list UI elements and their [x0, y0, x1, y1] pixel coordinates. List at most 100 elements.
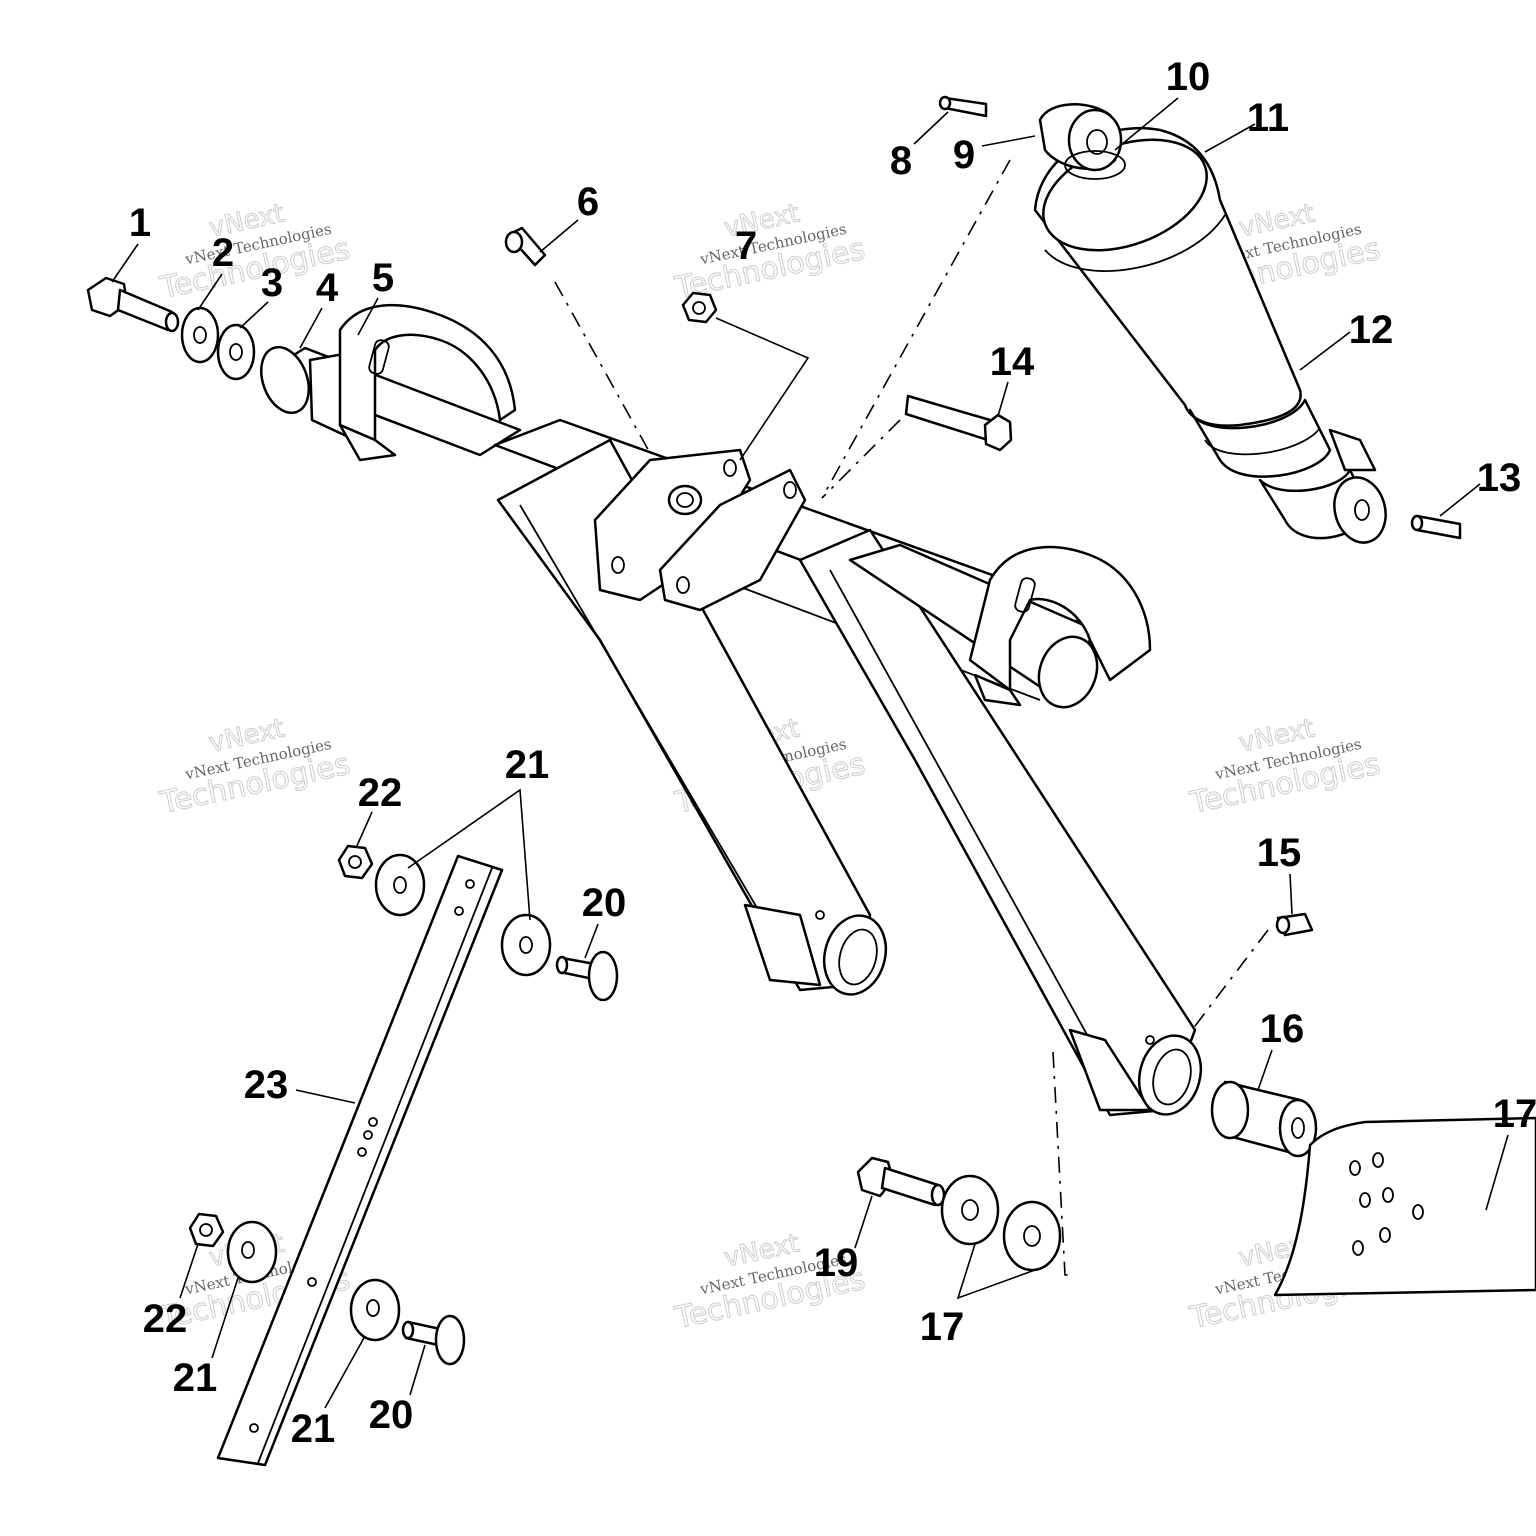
pin-20-end	[401, 1320, 415, 1340]
washer-3-hole	[229, 343, 243, 361]
bolt-1-end	[164, 311, 180, 333]
callout-14: 14	[990, 340, 1035, 384]
assembly-line-shock-upper	[821, 159, 1011, 499]
washer-21-hole	[241, 1241, 255, 1259]
washer-17	[940, 1174, 1000, 1246]
leader-17-right	[1485, 1134, 1509, 1211]
callout-15: 15	[1257, 831, 1302, 875]
callout-21: 21	[505, 743, 550, 787]
callout-13: 13	[1477, 456, 1522, 500]
washer-2	[180, 306, 220, 364]
callout-7: 7	[735, 224, 757, 268]
washer-21-hole	[519, 936, 533, 954]
leader-8	[913, 111, 949, 145]
leader-23	[295, 1089, 356, 1104]
shock-lower-eye-hole	[1354, 499, 1370, 521]
strap-hole	[1349, 1160, 1361, 1176]
torque-arm-left-plate	[743, 903, 822, 987]
nut-7	[681, 291, 718, 324]
washer-21	[500, 913, 552, 977]
strap-hole	[307, 1277, 317, 1287]
shock-spring-section	[1188, 398, 1332, 478]
leader-21-top	[407, 788, 531, 921]
washer-17-hole	[961, 1199, 979, 1221]
callout-11: 11	[1247, 96, 1289, 140]
bracket-hole	[676, 576, 690, 594]
arm-hole-left	[815, 910, 825, 920]
assembly-line-grease-15	[1191, 929, 1269, 1031]
leader-19	[854, 1195, 873, 1249]
leader-7	[715, 317, 810, 461]
callout-8: 8	[890, 139, 912, 183]
strap-hole	[249, 1423, 259, 1433]
washer-21-hole	[366, 1299, 380, 1317]
shock-bracket-left	[338, 304, 517, 442]
strap-hole	[357, 1147, 367, 1157]
callout-20: 20	[582, 881, 627, 925]
leader-2	[197, 273, 223, 311]
leader-11	[1204, 123, 1256, 153]
grease-fitting-15-tip	[1275, 915, 1291, 935]
shock-mount-bracket-front	[658, 468, 807, 612]
assembly-lines	[554, 159, 1269, 1276]
washer-3	[216, 323, 256, 381]
pin-8-end	[938, 95, 952, 111]
washer-17	[1002, 1200, 1062, 1272]
limiter-strap-right	[1273, 1116, 1536, 1297]
strap-hole	[1382, 1187, 1394, 1203]
callout-4: 4	[316, 266, 339, 310]
callout-6: 6	[577, 180, 599, 224]
watermark: vNext vNext Technologies Technologies	[1186, 713, 1384, 822]
shock-mount-hole-inner	[676, 492, 694, 508]
leader-3	[239, 301, 269, 329]
pin-20-head	[434, 1314, 466, 1366]
callout-12: 12	[1349, 308, 1394, 352]
limiter-strap-23-edge	[257, 867, 493, 1464]
shock-upper-seal	[1064, 150, 1126, 180]
bracket-foot-left	[338, 423, 397, 462]
assembly-line-bolt-14	[821, 419, 901, 499]
washer-17-hole	[1023, 1225, 1041, 1247]
bushing-16-near	[1210, 1080, 1250, 1140]
shock-upper-eye-hole	[1086, 129, 1108, 155]
nut-22-hole	[199, 1223, 213, 1237]
bracket-hole	[783, 481, 797, 499]
shock-absorber	[1033, 103, 1387, 544]
strap-hole	[454, 906, 464, 916]
leader-lines	[111, 97, 1509, 1409]
callout-10: 10	[1166, 55, 1211, 99]
limiter-strap-23	[216, 854, 504, 1467]
callout-16: 16	[1260, 1007, 1305, 1051]
torque-arm-left-edge	[519, 504, 771, 931]
strap-hole	[1352, 1240, 1364, 1256]
arm-bushing-right-bore	[1152, 1048, 1192, 1106]
strap-hole	[465, 879, 475, 889]
pin-20-end	[555, 955, 569, 975]
bushing-16-bore	[1291, 1117, 1305, 1139]
leader-20-top	[584, 923, 599, 959]
callout-17: 17	[920, 1305, 965, 1349]
shock-adjuster	[1328, 428, 1377, 472]
nut-22-hole	[348, 855, 362, 869]
callout-5: 5	[372, 256, 394, 300]
bracket-slot-right	[1014, 577, 1036, 613]
hardware-top	[86, 95, 1462, 540]
washer-21	[226, 1220, 278, 1284]
callout-20: 20	[369, 1393, 414, 1437]
leader-5	[357, 297, 379, 336]
callout-22: 22	[358, 771, 403, 815]
strap-hole	[1372, 1152, 1384, 1168]
bolt-19-shank	[880, 1166, 940, 1207]
washer-21	[349, 1278, 401, 1342]
callout-9: 9	[953, 133, 975, 177]
assembly-line-bolt-19	[1052, 1051, 1072, 1276]
pin-13	[1415, 514, 1462, 540]
callout-17: 17	[1493, 1092, 1536, 1136]
shock-spring-line	[1204, 427, 1321, 456]
torque-arm-right-edge	[829, 569, 1091, 1041]
shock-band	[1044, 214, 1226, 272]
watermark: vNext vNext Technologies Technologies	[671, 198, 869, 307]
bracket-hole	[723, 459, 737, 477]
